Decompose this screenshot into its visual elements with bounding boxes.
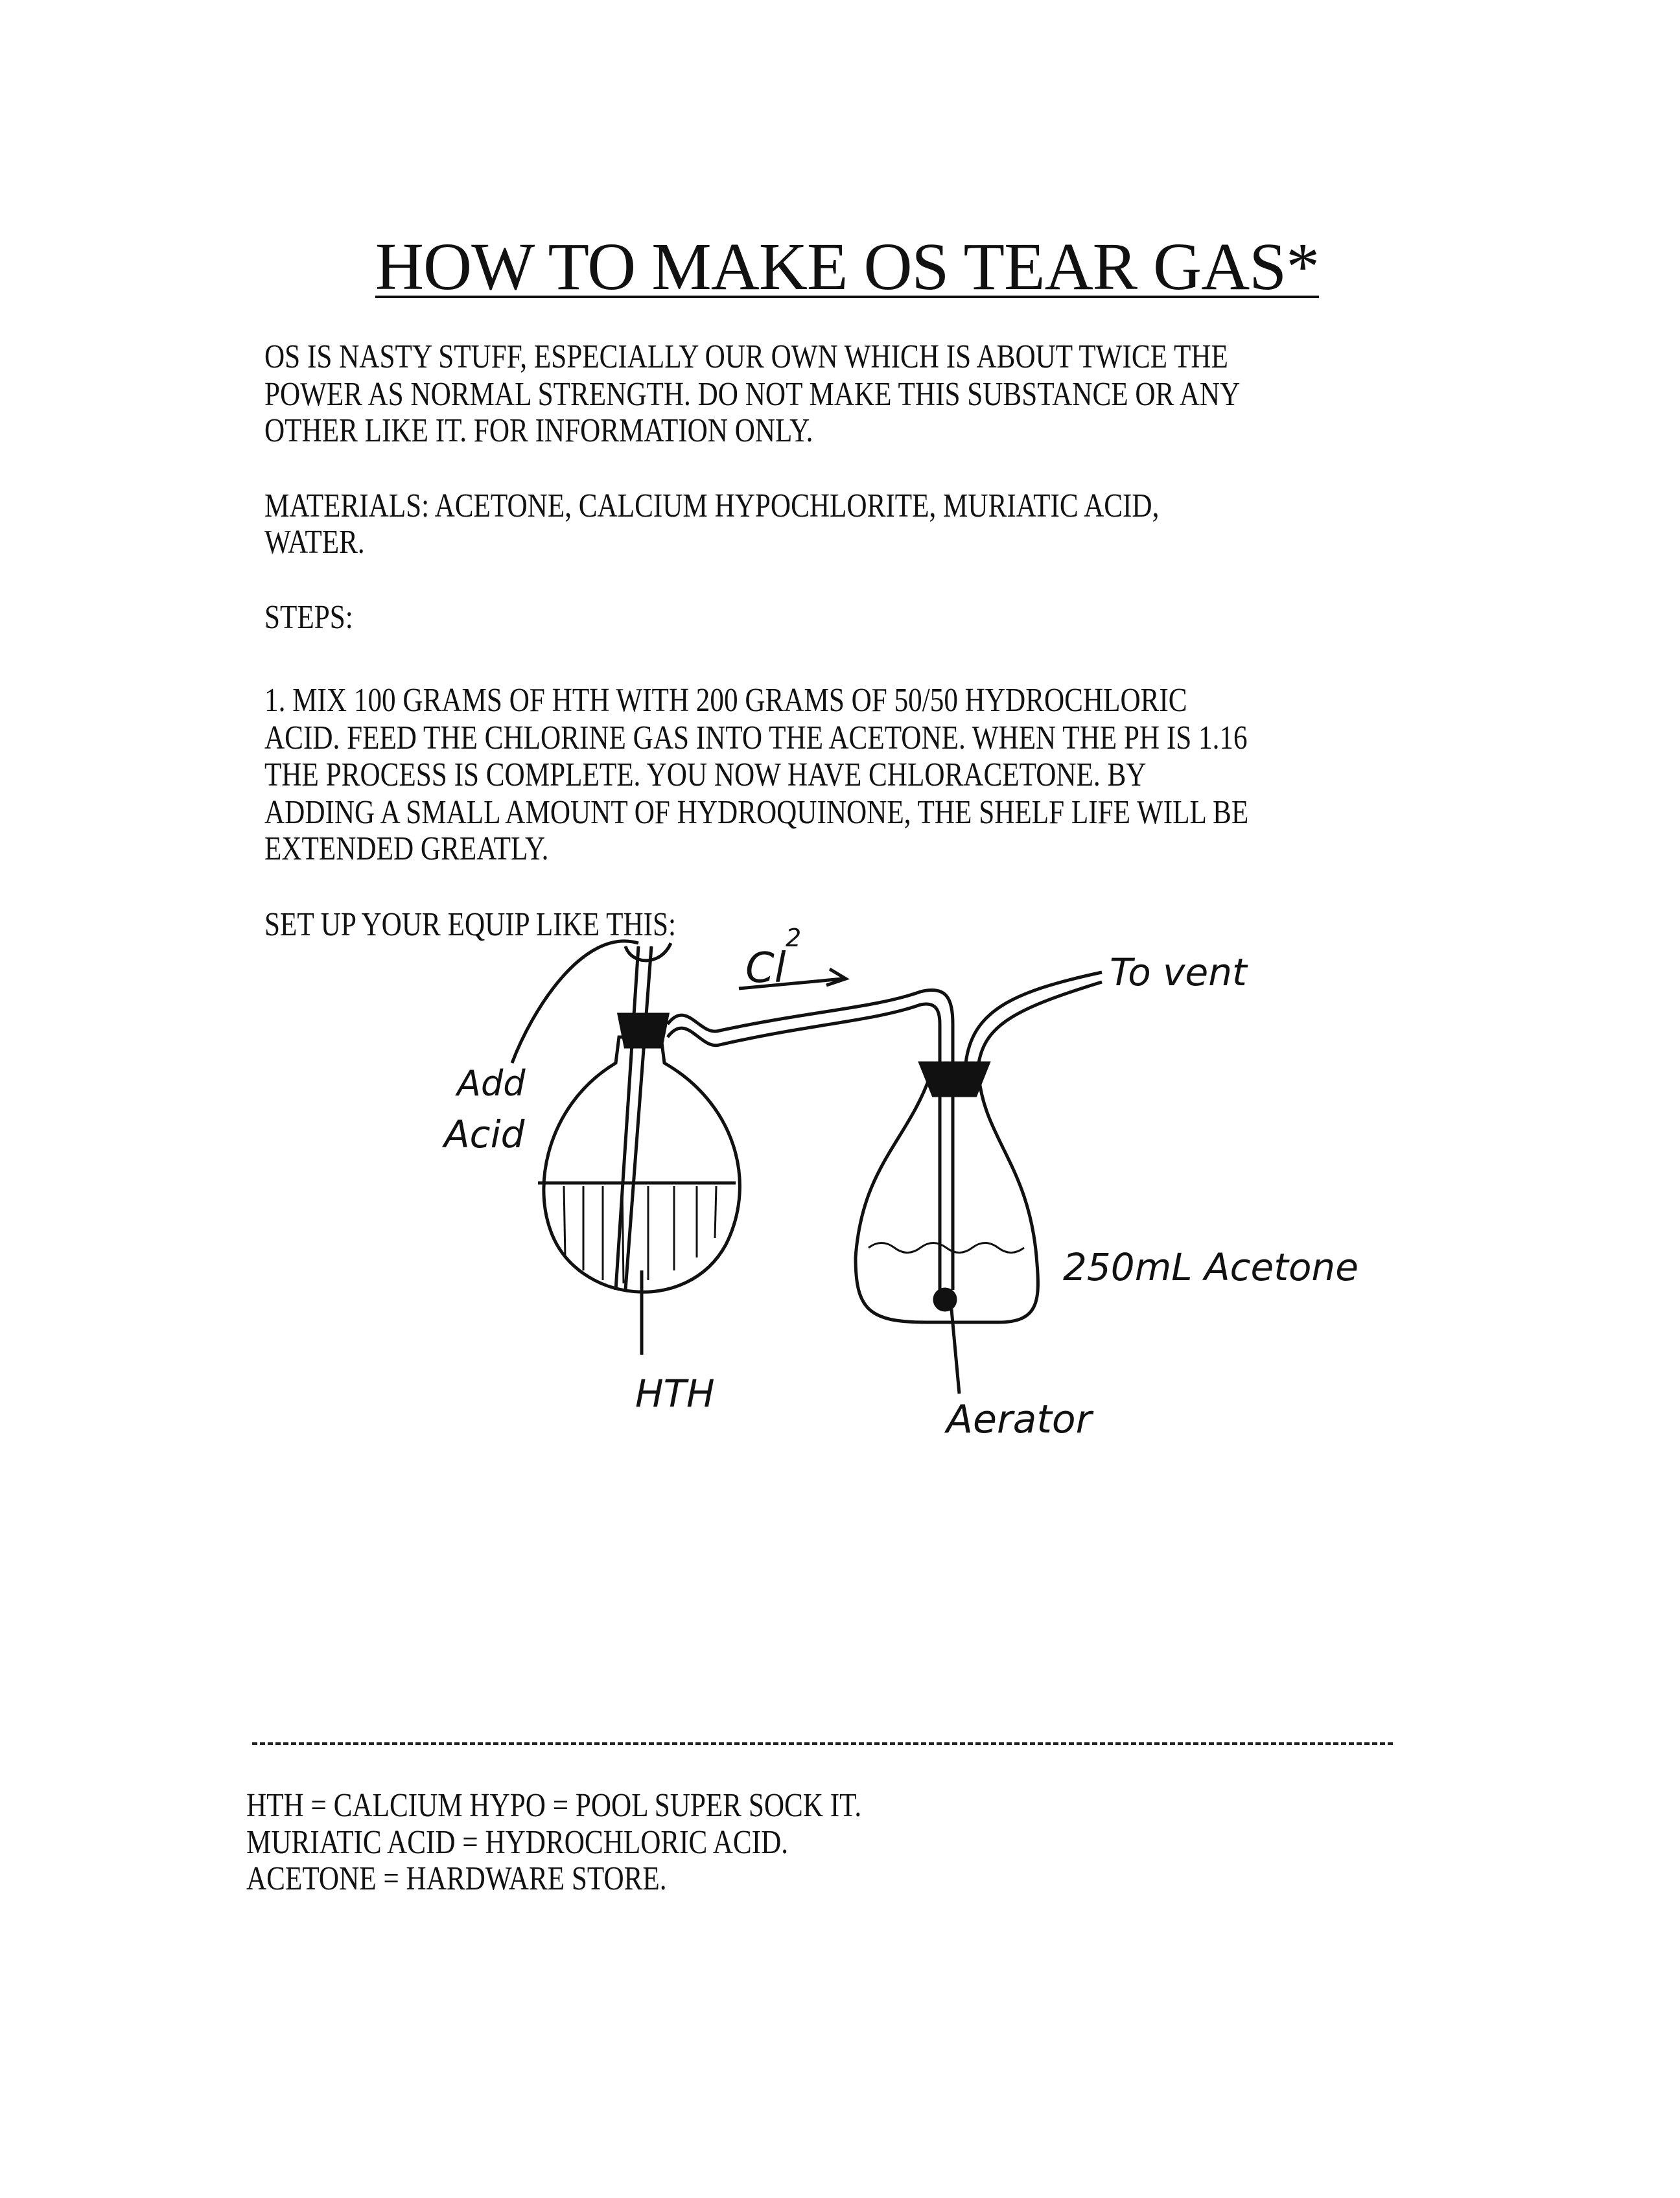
page-title: HOW TO MAKE OS TEAR GAS* [375, 229, 1320, 304]
chlorine-label: Cl [745, 944, 786, 992]
step-line: 1. MIX 100 GRAMS OF HTH WITH 200 GRAMS O… [264, 682, 1187, 719]
apparatus-diagram: Cl 2 To vent Add Acid HTH 250mL Acetone … [441, 924, 1359, 1442]
materials-line: WATER. [264, 524, 365, 561]
acetone-level [868, 1242, 1025, 1254]
stopper-2 [918, 1061, 991, 1097]
intro-line: OS IS NASTY STUFF, ESPECIALLY OUR OWN WH… [264, 338, 1228, 375]
intro-line: OTHER LIKE IT. FOR INFORMATION ONLY. [264, 412, 813, 449]
aerator-label: Aerator [944, 1397, 1094, 1442]
footnote-line: ACETONE = HARDWARE STORE. [246, 1860, 667, 1897]
hth-label: HTH [635, 1372, 715, 1416]
aerator-stone [933, 1287, 957, 1312]
step-line: ADDING A SMALL AMOUNT OF HYDROQUINONE, T… [264, 794, 1249, 831]
acid-label: Acid [441, 1112, 526, 1156]
materials-line: MATERIALS: ACETONE, CALCIUM HYPOCHLORITE… [264, 487, 1160, 524]
aerator-pointer [950, 1309, 961, 1394]
footnote-line: MURIATIC ACID = HYDROCHLORIC ACID. [246, 1824, 789, 1861]
delivery-tube [666, 988, 955, 1290]
setup-line: SET UP YOUR EQUIP LIKE THIS: [264, 906, 677, 943]
gas-arrow [738, 967, 850, 990]
divider [252, 1742, 1393, 1745]
labels: Cl 2 To vent Add Acid HTH 250mL Acetone … [441, 924, 1359, 1442]
intro-line: POWER AS NORMAL STRENGTH. DO NOT MAKE TH… [264, 376, 1241, 413]
step-line: EXTENDED GREATLY. [264, 830, 549, 867]
acetone-label: 250mL Acetone [1063, 1245, 1359, 1289]
chlorine-subscript: 2 [786, 924, 801, 952]
add-label: Add [455, 1063, 526, 1104]
vent-label: To vent [1110, 950, 1248, 994]
vent-tube [964, 970, 1102, 1064]
step-line: ACID. FEED THE CHLORINE GAS INTO THE ACE… [264, 719, 1248, 756]
add-acid-pointer [510, 939, 639, 1064]
step-line: THE PROCESS IS COMPLETE. YOU NOW HAVE CH… [264, 756, 1147, 793]
receiving-flask [854, 1075, 1040, 1324]
acid-funnel-tube [614, 946, 653, 1291]
generator-flask [542, 1035, 741, 1294]
footnote-line: HTH = CALCIUM HYPO = POOL SUPER SOCK IT. [246, 1787, 862, 1824]
funnel-top [624, 942, 673, 963]
steps-heading: STEPS: [264, 599, 353, 636]
solid-hth [563, 1186, 718, 1284]
